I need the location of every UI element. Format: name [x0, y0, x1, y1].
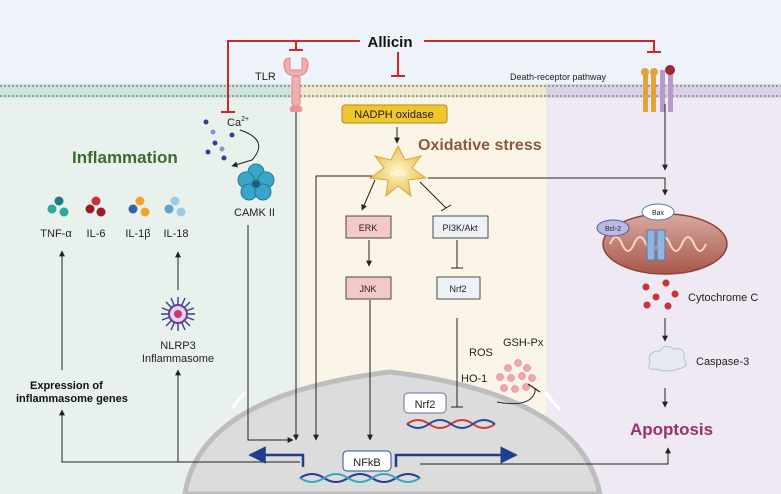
death-receptor-icon [641, 65, 675, 112]
il-1-beta-icon [128, 196, 150, 217]
bax-label: Bax [652, 210, 665, 217]
allicin-inhibition-lines [221, 40, 661, 113]
il-6-icon [85, 196, 106, 217]
bax-oval [641, 203, 675, 221]
nfkb-box [342, 450, 392, 472]
cytochrome-c-label: Cytochrome C [688, 292, 758, 304]
calcium-label: Ca2+ [227, 116, 249, 129]
inflammation-title: Inflammation [72, 148, 178, 167]
nlrp3-inflammasome-label: Inflammasome [142, 353, 214, 365]
nfkb-to-apoptosis-arrow [420, 447, 671, 465]
cytokine-tnf-alpha: TNF-α [40, 228, 72, 240]
cytokine-il-6: IL-6 [87, 228, 106, 240]
apoptosis-region [546, 84, 781, 494]
dna-strand-lower-icon [299, 473, 421, 483]
nlrp3-label: NLRP3 [160, 340, 195, 352]
nlrp3-inflammasome-icon [161, 297, 195, 331]
caspase-3-icon [648, 345, 687, 372]
allicin-title: Allicin [367, 34, 412, 51]
nrf2-cytoplasm-label: Nrf2 [449, 284, 466, 294]
oxidative-stress-title: Oxidative stress [418, 137, 542, 154]
ho1-feedback-bar [527, 383, 541, 393]
nfkb-right-transcription-arrow [394, 446, 518, 467]
calcium-ions-icon [203, 119, 235, 161]
camk-ii-label: CAMK II [234, 207, 275, 219]
expression-label-2: inflammasome genes [16, 393, 128, 405]
pi3k-akt-box [432, 215, 489, 239]
inflammation-arrows [59, 112, 300, 463]
ho-1-label: HO-1 [461, 373, 487, 385]
nadph-oxidase-label: NADPH oxidase [354, 109, 433, 121]
gsh-px-label: GSH-Px [503, 337, 544, 349]
antioxidant-droplets-icon [496, 359, 536, 393]
apoptosis-title: Apoptosis [630, 420, 713, 439]
jnk-box [345, 276, 392, 300]
il-18-icon [164, 196, 186, 217]
camk-ii-icon [237, 163, 275, 201]
erk-label: ERK [359, 223, 378, 233]
nrf2-cytoplasm-box [436, 276, 481, 300]
nrf2-nucleus-label: Nrf2 [415, 399, 436, 411]
cell-membrane [0, 84, 781, 98]
ros-center-label: ROS [390, 171, 406, 178]
cytokine-il-18: IL-18 [163, 228, 188, 240]
expression-label-1: Expression of [30, 380, 103, 392]
nrf2-nucleus-box [403, 392, 447, 414]
bcl2-oval [596, 219, 630, 237]
mitochondrion-icon [602, 213, 728, 275]
tnf-alpha-icon [47, 196, 69, 217]
tlr-receptor-icon [283, 57, 309, 112]
jnk-label: JNK [359, 284, 376, 294]
nfkb-label: NFkB [353, 457, 381, 469]
oxidative-arrows [313, 175, 668, 441]
dna-strand-upper-icon [406, 419, 496, 429]
ros-burst-icon [368, 144, 428, 198]
nadph-oxidase-box [341, 104, 448, 124]
tlr-label: TLR [255, 71, 276, 83]
cytochrome-c-icon [642, 279, 679, 310]
bcl2-label: Bcl-2 [605, 226, 621, 233]
cytokine-il-1-beta: IL-1β [125, 228, 150, 240]
erk-box [345, 215, 392, 239]
ho1-feedback-line [496, 388, 536, 405]
calcium-to-camk-arrow [231, 129, 260, 168]
caspase-3-label: Caspase-3 [696, 356, 749, 368]
pi3k-akt-label: PI3K/Akt [442, 223, 478, 233]
ros-label: ROS [469, 347, 493, 359]
death-receptor-label: Death-receptor pathway [510, 72, 607, 82]
nfkb-left-transcription-arrow [248, 446, 305, 467]
